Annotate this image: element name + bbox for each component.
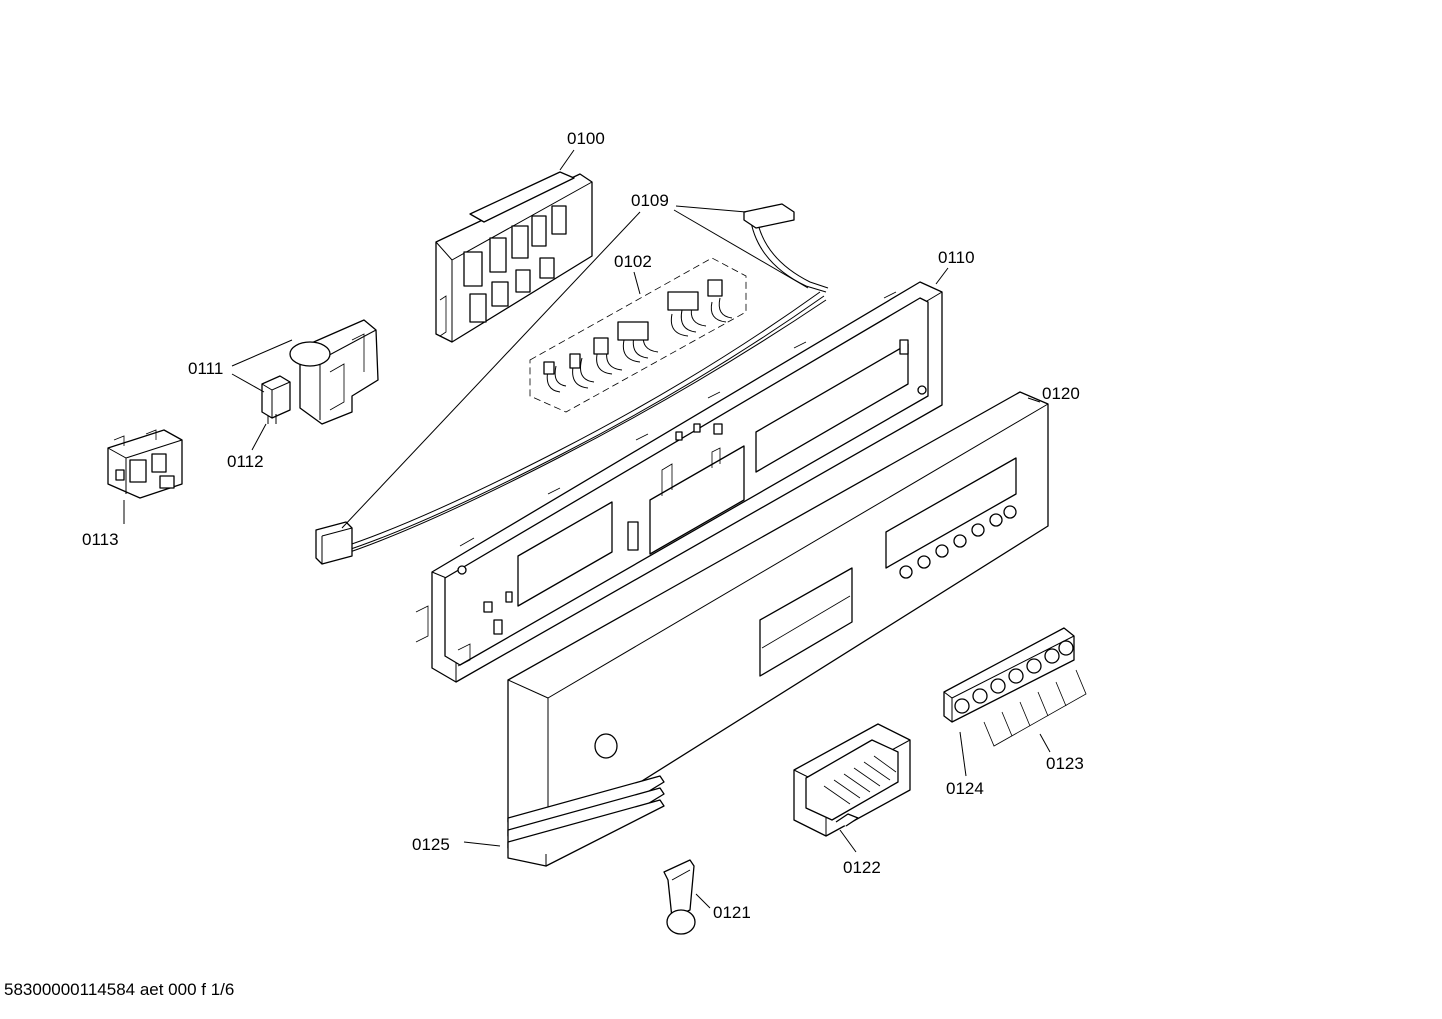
part-0113-relay-drawing bbox=[107, 429, 183, 499]
label-0110: 0110 bbox=[938, 248, 975, 267]
label-0123: 0123 bbox=[1046, 754, 1084, 773]
part-0123-buttons-drawing bbox=[983, 669, 1087, 747]
label-0111: 0111 bbox=[188, 359, 223, 378]
label-0113: 0113 bbox=[82, 530, 119, 549]
drawing-code: 58300000114584 aet 000 f 1/6 bbox=[4, 980, 235, 999]
part-0124-button-carrier-drawing bbox=[943, 627, 1075, 723]
part-0122-handle-drawing bbox=[793, 723, 911, 837]
part-0120-fascia-drawing bbox=[507, 391, 1049, 841]
label-0122: 0122 bbox=[843, 858, 881, 877]
label-0124: 0124 bbox=[946, 779, 984, 798]
part-0111-switch-drawing bbox=[289, 319, 379, 425]
part-0112-capacitor-drawing bbox=[261, 375, 291, 424]
part-0121-latch-drawing bbox=[663, 859, 696, 935]
part-0102-connectors-drawing bbox=[529, 257, 747, 413]
leader-lines bbox=[123, 149, 1051, 909]
label-0112: 0112 bbox=[227, 452, 264, 471]
label-0120: 0120 bbox=[1042, 384, 1080, 403]
label-0100: 0100 bbox=[567, 129, 605, 148]
part-0100-module-drawing bbox=[435, 171, 593, 343]
part-0109-harness-drawing bbox=[315, 203, 829, 565]
label-0109: 0109 bbox=[631, 191, 669, 210]
part-0125-strip-drawing bbox=[507, 775, 665, 867]
label-0121: 0121 bbox=[713, 903, 751, 922]
part-0110-frame-drawing bbox=[415, 281, 943, 683]
label-0102: 0102 bbox=[614, 252, 652, 271]
label-0125: 0125 bbox=[412, 835, 450, 854]
